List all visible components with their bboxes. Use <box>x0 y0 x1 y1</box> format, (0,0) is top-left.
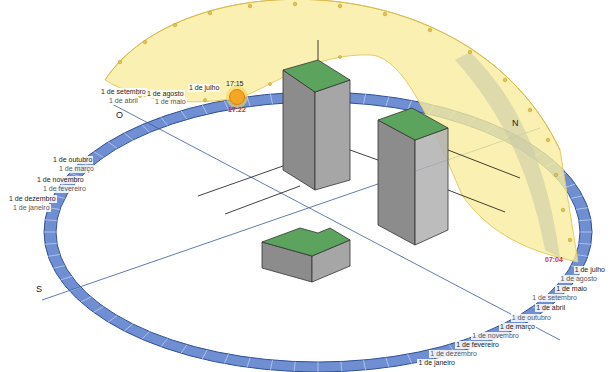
ring-tick <box>363 94 365 104</box>
date-label: 1 de outubro <box>511 314 552 322</box>
date-label: 1 de julho <box>574 266 606 274</box>
date-label: 1 de setembro <box>531 294 578 302</box>
date-label: 1 de janeiro <box>417 359 456 367</box>
ring-tick <box>161 338 168 346</box>
ring-tick <box>181 345 187 354</box>
date-label: 1 de fevereiro <box>42 185 87 193</box>
building-low <box>262 228 350 282</box>
path-dots <box>118 2 572 242</box>
ring-tick <box>294 362 295 372</box>
ring-tick <box>341 362 342 372</box>
ring-tick <box>202 105 207 114</box>
date-label: 1 de março <box>58 165 95 173</box>
ring-tick <box>124 324 132 331</box>
date-label: 1 de julho <box>188 84 220 92</box>
ring-tick <box>363 360 365 370</box>
date-label: 1 de agosto <box>146 90 185 98</box>
date-label: 1 de maio <box>154 98 187 106</box>
ring-tick <box>386 358 389 368</box>
ring-tick <box>318 362 319 372</box>
ring-tick <box>142 125 150 133</box>
ring-tick <box>45 219 57 221</box>
cardinal-label: O <box>116 110 123 121</box>
ring-tick <box>161 117 168 125</box>
ring-tick <box>386 97 389 107</box>
ring-tick <box>81 297 91 302</box>
building-right <box>378 108 448 245</box>
ring-tick <box>142 332 150 340</box>
ring-tick <box>202 350 207 359</box>
date-label: 1 de setembro <box>100 88 147 96</box>
shading-band <box>455 52 560 258</box>
date-label: 1 de março <box>499 323 536 331</box>
ring-tick <box>579 219 591 221</box>
ring-tick <box>571 196 583 199</box>
ring-tick <box>44 232 56 233</box>
ring-tick <box>408 354 412 363</box>
date-label: 1 de abril <box>108 97 139 105</box>
ring-tick <box>579 243 591 245</box>
date-label: 1 de abril <box>535 304 566 312</box>
cardinal-label: S <box>36 284 42 295</box>
ring-tick <box>48 255 60 257</box>
time-label: 17:22 <box>228 106 246 114</box>
date-label: 1 de janeiro <box>12 204 51 212</box>
ring-tick <box>576 208 588 210</box>
date-label: 1 de maio <box>555 285 588 293</box>
time-label: 07:04 <box>545 256 563 264</box>
ring-tick <box>61 276 72 279</box>
ring-tick <box>108 142 117 148</box>
date-label: 1 de dezembro <box>429 350 478 358</box>
date-label: 1 de outubro <box>52 156 93 164</box>
ring-tick <box>124 133 132 140</box>
ring-tick <box>181 111 187 120</box>
ring-tick <box>45 243 57 245</box>
ring-tick <box>94 152 104 158</box>
building-tall <box>283 60 350 190</box>
ring-tick <box>576 255 588 257</box>
ring-tick <box>580 232 592 233</box>
ring-tick <box>53 266 65 269</box>
sun-symbol <box>226 86 248 108</box>
date-label: 1 de fevereiro <box>455 341 500 349</box>
time-label: 17:15 <box>226 80 244 88</box>
ring-tick <box>247 358 250 368</box>
ring-tick <box>108 316 117 322</box>
date-label: 1 de novembro <box>471 332 520 340</box>
ring-tick <box>224 354 228 363</box>
cardinal-label: N <box>512 118 519 129</box>
ring-tick <box>270 94 272 104</box>
ring-tick <box>270 360 272 370</box>
guide-lines <box>198 40 520 214</box>
sun-path-surface <box>105 0 578 262</box>
date-label: 1 de novembro <box>36 176 85 184</box>
date-label: 1 de agosto <box>559 275 598 283</box>
ring-tick <box>94 307 104 313</box>
date-label: 1 de dezembro <box>8 195 57 203</box>
